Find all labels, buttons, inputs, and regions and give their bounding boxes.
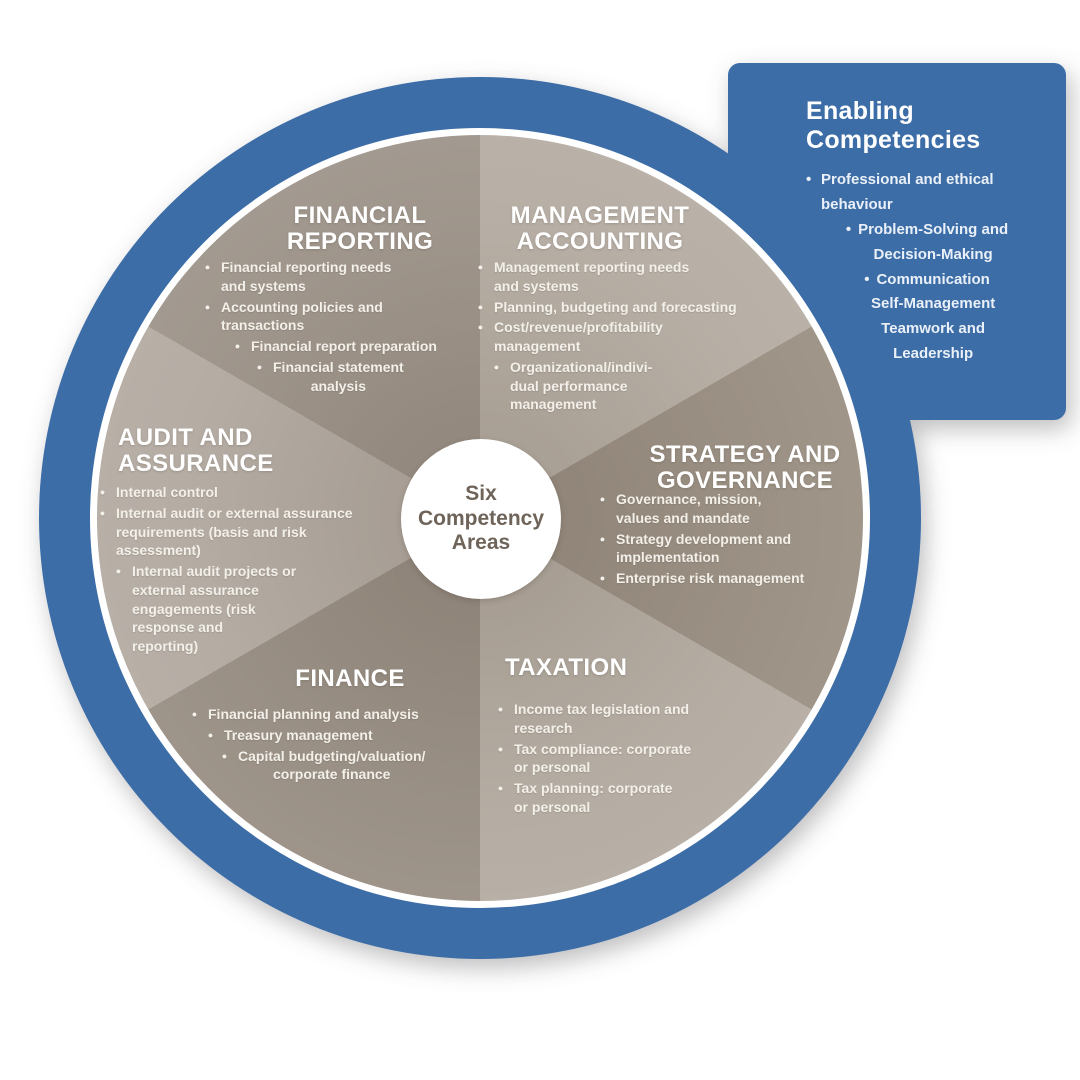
bullet-icon: • <box>498 740 503 757</box>
list-item: •Strategy development and implementation <box>600 530 792 566</box>
bullet-icon: • <box>498 780 503 796</box>
center-hub: Six Competency Areas <box>401 439 561 599</box>
bullet-icon: • <box>235 338 240 354</box>
bullet-icon: • <box>222 747 227 764</box>
bullet-icon: • <box>257 358 262 375</box>
list-item: •Communication <box>806 268 1048 293</box>
list-item: •Financial report preparation <box>235 338 437 354</box>
bullet-icon: • <box>205 259 210 275</box>
sector-list-taxation: •Income tax legislation and research •Ta… <box>498 700 733 819</box>
bullet-icon: • <box>600 530 605 547</box>
sector-title-strategy-governance: STRATEGY AND GOVERNANCE <box>649 441 841 495</box>
list-item: •Internal audit or external assurance re… <box>100 504 353 559</box>
sector-title-management-accounting: MANAGEMENT ACCOUNTING <box>510 202 690 256</box>
enabling-competencies-list: •Professional and ethical behaviour •Pro… <box>806 168 1048 367</box>
enabling-competencies-title: Enabling Competencies <box>806 97 981 154</box>
bullet-icon: • <box>494 358 499 375</box>
sector-title-finance: FINANCE <box>295 665 405 692</box>
list-item: •Enterprise risk management <box>600 570 805 586</box>
sector-title-audit-assurance: AUDIT AND ASSURANCE <box>118 424 274 478</box>
bullet-icon: • <box>116 563 121 579</box>
list-item: •Cost/revenue/profitability management <box>478 319 663 354</box>
list-item: •Financial planning and analysis <box>192 706 419 722</box>
bullet-icon: • <box>600 491 605 507</box>
list-item: •Management reporting needs and systems <box>478 259 690 294</box>
bullet-icon: • <box>100 504 105 521</box>
list-item: •Governance, mission, values and mandate <box>600 491 762 526</box>
list-item: •Accounting policies and transactions <box>205 298 383 334</box>
bullet-icon: • <box>498 701 503 717</box>
list-item: •Internal control <box>100 484 218 500</box>
bullet-icon: • <box>478 319 483 336</box>
list-item: •Professional and ethical behaviour <box>806 168 1048 218</box>
bullet-icon: • <box>478 259 483 275</box>
sector-list-finance: •Financial planning and analysis •Treasu… <box>192 705 464 786</box>
list-item: •Treasury management <box>208 726 373 743</box>
sector-list-audit-assurance: •Internal control •Internal audit or ext… <box>100 483 392 658</box>
bullet-icon: • <box>205 298 210 315</box>
list-item: •Capital budgeting/valuation/ corporate … <box>222 747 426 783</box>
bullet-icon: • <box>864 270 870 288</box>
bullet-icon: • <box>600 570 605 586</box>
sector-list-strategy-governance: •Governance, mission, values and mandate… <box>600 490 845 590</box>
list-item: •Internal audit projects or external ass… <box>116 563 297 654</box>
list-item: •Income tax legislation and research <box>498 701 690 736</box>
sector-title-taxation: TAXATION <box>505 654 628 681</box>
bullet-icon: • <box>845 220 852 238</box>
list-item: •Teamwork and Leadership <box>806 317 1048 367</box>
bullet-icon: • <box>208 726 213 743</box>
list-item: •Tax compliance: corporate or personal <box>498 740 692 776</box>
list-item: •Financial statement analysis <box>257 358 404 394</box>
list-item: •Problem-Solving and Decision-Making <box>806 218 1048 268</box>
list-item: •Financial reporting needs and systems <box>205 259 392 294</box>
bullet-icon: • <box>100 484 105 500</box>
list-item: •Organizational/indivi- dual performance… <box>494 358 653 413</box>
sector-list-financial-reporting: •Financial reporting needs and systems •… <box>205 258 473 397</box>
bullet-icon: • <box>806 171 812 188</box>
list-item: •Tax planning: corporate or personal <box>498 780 673 815</box>
sector-list-management-accounting: •Management reporting needs and systems … <box>478 258 768 416</box>
center-hub-label: Six Competency Areas <box>417 481 545 555</box>
bullet-icon: • <box>192 706 197 722</box>
bullet-icon: • <box>478 298 483 315</box>
sector-title-financial-reporting: FINANCIAL REPORTING <box>286 202 434 256</box>
list-item: •Planning, budgeting and forecasting <box>478 298 737 315</box>
